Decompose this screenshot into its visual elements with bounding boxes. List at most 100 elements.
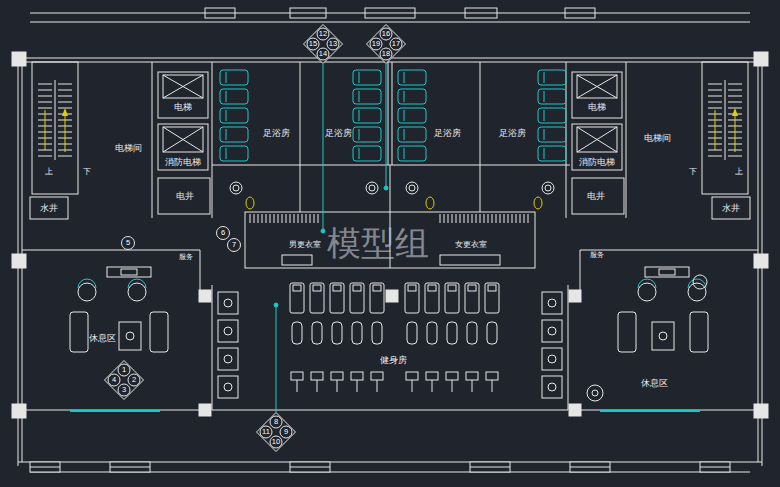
wall xyxy=(580,250,581,290)
callout-diamond: 1423 xyxy=(104,360,144,400)
locker xyxy=(444,214,445,223)
stair-core xyxy=(32,62,78,194)
column xyxy=(12,254,26,268)
treadmill xyxy=(428,285,436,291)
window xyxy=(290,462,330,472)
wall xyxy=(22,410,200,411)
exercise-bike xyxy=(427,322,437,344)
weight-bench xyxy=(317,380,318,392)
elevator-cross xyxy=(163,127,203,152)
stair-tread xyxy=(728,84,742,85)
locker xyxy=(278,214,279,223)
locker xyxy=(508,214,509,223)
locker xyxy=(318,214,319,223)
wash-basin xyxy=(406,182,418,194)
treadmill xyxy=(330,283,344,313)
locker xyxy=(270,214,271,223)
window xyxy=(565,8,595,18)
locker xyxy=(512,214,513,223)
toilet xyxy=(426,197,434,209)
foot-bath-chair xyxy=(359,72,360,83)
room-label: 电梯间 xyxy=(644,134,671,143)
armchair xyxy=(688,283,706,301)
shower-unit xyxy=(548,355,556,363)
stair-divider xyxy=(725,80,726,160)
shower-unit xyxy=(548,383,556,391)
number-circle xyxy=(217,227,230,240)
locker xyxy=(448,214,449,223)
stair-tread xyxy=(708,108,722,109)
foot-bath-chair xyxy=(398,108,426,123)
treadmill xyxy=(333,285,341,291)
callout-number: 14 xyxy=(319,50,327,58)
elevator-shaft xyxy=(158,72,208,118)
locker xyxy=(274,214,275,223)
locker xyxy=(294,214,295,223)
foot-bath-chair xyxy=(538,146,566,161)
wall xyxy=(300,62,301,165)
treadmill xyxy=(465,283,479,313)
shaft-box xyxy=(30,197,68,219)
room-label: 健身房 xyxy=(380,356,407,365)
room-label: 足浴房 xyxy=(325,129,352,138)
wall xyxy=(388,62,389,165)
wall xyxy=(212,285,213,410)
treadmill xyxy=(468,285,476,291)
elevator-car xyxy=(163,75,203,98)
foot-bath-chair xyxy=(404,110,405,121)
stair-tread xyxy=(708,156,722,157)
locker xyxy=(472,214,473,223)
foot-bath-chair xyxy=(538,70,566,85)
foot-bath-chair xyxy=(398,146,426,161)
locker xyxy=(524,214,525,223)
callout-number: 9 xyxy=(284,428,288,436)
armchair xyxy=(78,279,96,288)
callout-number: 15 xyxy=(309,40,317,48)
exercise-bike xyxy=(312,322,322,344)
column xyxy=(754,52,768,66)
window xyxy=(110,467,150,468)
wash-basin xyxy=(366,182,378,194)
foot-bath-chair xyxy=(220,146,248,161)
foot-bath-chair xyxy=(398,70,426,85)
number-circle xyxy=(327,38,339,50)
locker xyxy=(440,214,441,223)
shower-unit xyxy=(542,376,562,398)
stair-tread xyxy=(728,90,742,91)
elevator-cross xyxy=(163,75,203,98)
foot-bath-chair xyxy=(544,72,545,83)
elevator-car xyxy=(163,127,203,152)
room-label: 上 xyxy=(45,168,53,176)
window xyxy=(365,8,415,18)
number-circle xyxy=(390,38,402,50)
foot-bath-chair xyxy=(353,70,381,85)
foot-bath-chair xyxy=(359,110,360,121)
treadmill xyxy=(313,285,321,291)
callout-number: 10 xyxy=(272,438,280,446)
wash-basin xyxy=(369,185,375,191)
weight-bench xyxy=(351,372,363,380)
stair-tread xyxy=(38,102,52,103)
shower-unit xyxy=(224,327,232,335)
leader-dot xyxy=(384,186,388,190)
foot-bath-chair xyxy=(353,127,381,142)
room-label: 下 xyxy=(83,168,91,176)
elevator-cross xyxy=(163,75,203,98)
foot-bath-chair xyxy=(544,148,545,159)
leader-line xyxy=(386,64,387,186)
callout-number: 3 xyxy=(122,386,126,394)
room-label: 水井 xyxy=(40,204,58,213)
window xyxy=(570,467,610,468)
weight-bench xyxy=(357,380,358,392)
stair-tread xyxy=(708,102,722,103)
locker xyxy=(460,214,461,223)
room-label: 消防电梯 xyxy=(579,158,615,167)
number-circle xyxy=(270,436,282,448)
weight-bench xyxy=(371,372,383,380)
tv-cabinet xyxy=(121,269,137,275)
weight-bench xyxy=(432,380,433,392)
window xyxy=(700,467,730,468)
wall xyxy=(392,62,393,165)
stair-tread xyxy=(58,156,72,157)
weight-bench xyxy=(331,372,343,380)
